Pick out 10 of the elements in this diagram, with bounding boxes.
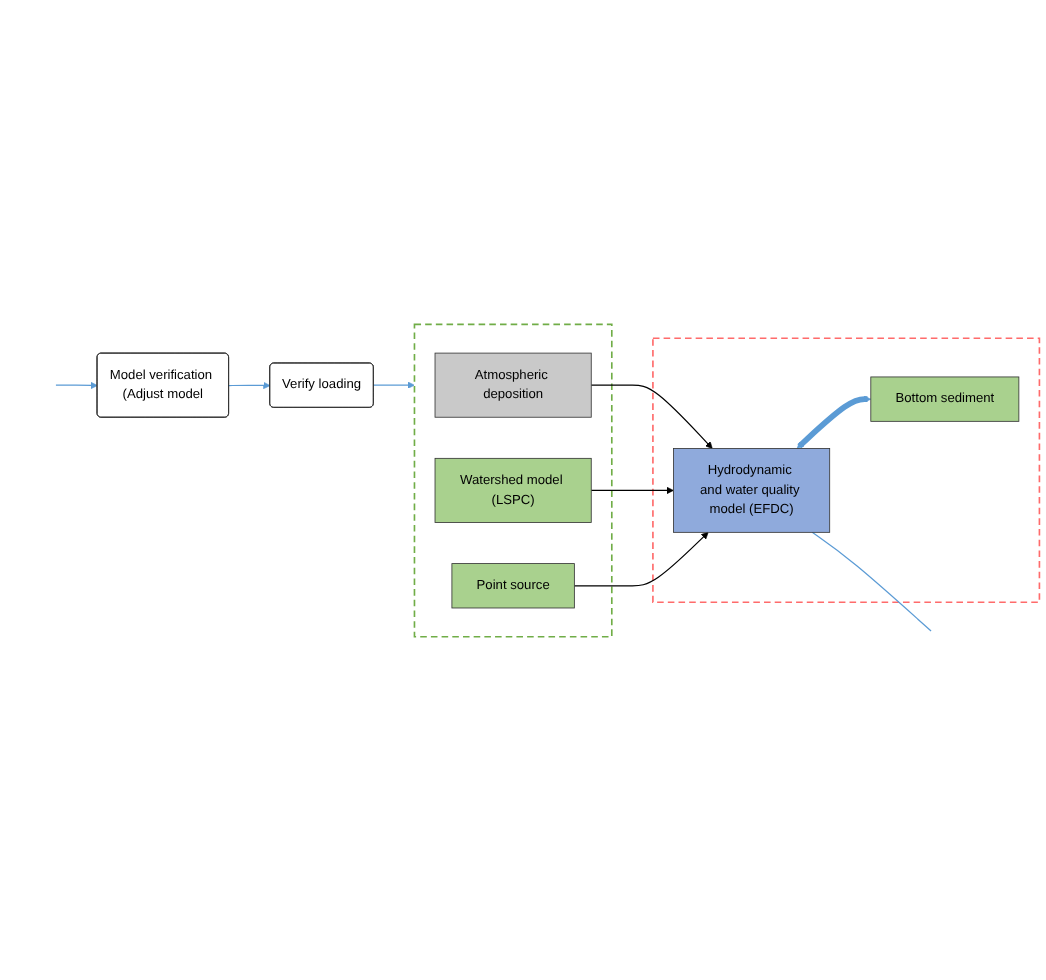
cluster [652,337,1041,604]
arrow [590,384,713,449]
arrow [372,381,415,389]
arrow [573,532,709,587]
arrow [796,395,872,449]
arrow [55,381,98,390]
connector [811,531,932,632]
arrow [228,381,271,390]
arrow [590,486,674,495]
cluster [413,323,613,638]
